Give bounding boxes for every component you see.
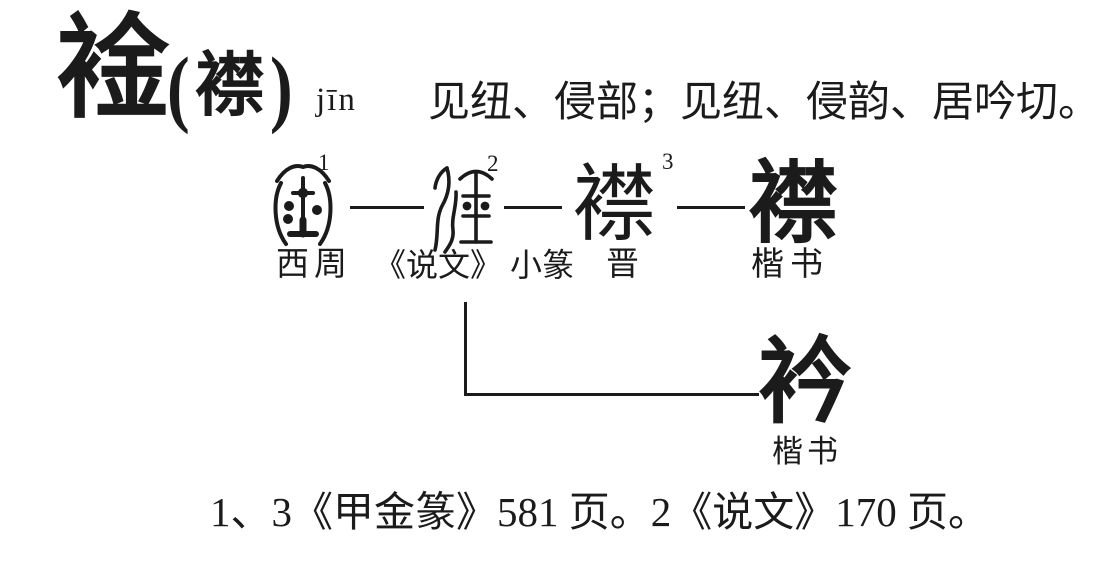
bronze-bead [297,187,309,199]
seal-robe-wave-2 [443,190,458,254]
seal-robe-hook [433,166,449,190]
stage-label-xizhou: 西周 [276,247,352,283]
bronze-dot-right [312,205,322,215]
small-seal-glyph [433,166,494,254]
kaishu-form-character: 襟 [748,155,838,254]
seal-gold-roof [458,169,494,181]
seal-gold-dot-right [480,201,490,211]
bronze-dot-left-2 [283,214,293,224]
seal-robe-wave-1 [433,166,451,252]
bronze-inscription-glyph [273,164,333,246]
connector-line [677,206,745,209]
bronze-left-wall [273,181,288,246]
stage-label-kaishu: 楷书 [751,247,829,283]
headword-character: 䘳 [57,8,169,132]
variant-parenthesis-close: ) [269,39,293,135]
jin-form-character: 襟 [572,159,657,252]
bronze-dot-left-1 [284,201,294,211]
branch-label-kaishu: 楷书 [772,434,842,469]
connector-line [504,206,562,209]
branch-vertical-line [464,302,467,396]
glyph-footnote-number: 1 [318,150,330,175]
variant-character: 襟 [194,48,265,125]
phonology-text: 见纽、侵部；见纽、侵韵、居吟切。 [428,80,1101,126]
branch-character: 衿 [758,331,853,435]
stage-label-jin: 晋 [606,247,639,283]
pinyin-reading: jīn [316,82,357,118]
seal-gold-dot-left [462,201,472,211]
stage-label-shuowen-seal: 《说文》 小篆 [374,247,575,283]
bronze-roof-stroke [275,164,331,183]
glyph-footnote-number: 2 [487,151,499,176]
variant-parenthesis-open: ( [166,39,190,135]
citation-text: 1、3《甲金篆》581 页。2《说文》170 页。 [210,489,989,535]
bronze-right-wall [318,181,333,246]
branch-horizontal-line [464,393,759,396]
glyph-footnote-number: 3 [662,149,674,174]
variant-group: ( 襟 ) [164,44,295,130]
connector-line [350,206,424,209]
